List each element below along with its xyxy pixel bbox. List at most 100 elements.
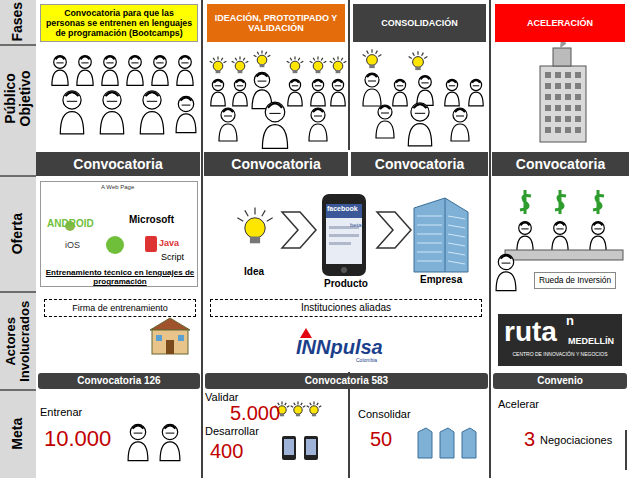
bulb-ray (310, 61, 313, 63)
phone-icon (322, 194, 366, 276)
person-hair (156, 57, 165, 60)
person-body (177, 70, 193, 85)
person-head (311, 108, 325, 122)
window (545, 116, 551, 122)
person-body (445, 92, 459, 106)
person-head (498, 254, 513, 269)
idea-bulb (237, 208, 272, 244)
person-glasses (181, 62, 188, 63)
window-line (448, 252, 465, 255)
person-glasses (258, 81, 267, 82)
bulb-glass (213, 61, 223, 71)
bulb-ray (265, 52, 267, 55)
box-text: Convocatoria 583 (305, 375, 388, 387)
bulb-ray (294, 56, 295, 59)
person-body (233, 92, 247, 106)
person-glasses (182, 105, 191, 106)
person-body (52, 70, 68, 85)
person-head (453, 108, 467, 122)
bulb-ray (301, 403, 302, 405)
person-hair (501, 255, 512, 258)
bulb-ray (303, 406, 305, 407)
person-glasses (315, 85, 321, 86)
row-label-band (0, 0, 36, 478)
person-hair (257, 73, 268, 76)
dollar-sign (520, 190, 531, 214)
bulb-ray (317, 403, 318, 405)
person-hair (594, 223, 603, 226)
bulb-ray (307, 406, 309, 407)
row-label: Actores Involucrados (4, 293, 33, 389)
person-body (331, 92, 345, 106)
bulb-base (260, 64, 265, 67)
bulb-ray (363, 55, 366, 57)
window (575, 127, 581, 133)
person-glasses (521, 228, 528, 229)
bulb-glass (245, 218, 265, 238)
window (555, 83, 561, 89)
window (545, 72, 551, 78)
person-body (102, 70, 118, 85)
school-icon (150, 318, 190, 354)
person-glasses (166, 433, 175, 434)
dollar-sign (555, 190, 566, 214)
person-body (60, 112, 83, 134)
text-label: 3 (524, 428, 535, 450)
person-head (103, 91, 121, 109)
window (565, 83, 571, 89)
box-text: Convocatoria 126 (77, 375, 160, 387)
person-hair (66, 92, 79, 96)
phase-box: Convocatoria (351, 152, 488, 176)
row-label: Fases (10, 2, 25, 42)
person-glasses (415, 113, 425, 114)
phone-screen (306, 439, 316, 455)
person-glasses (421, 82, 428, 83)
person-body (590, 236, 606, 251)
person-head (63, 91, 81, 109)
text-label: Empresa (420, 274, 462, 285)
person-hair (236, 80, 244, 82)
box-text: Firma de entrenamiento (72, 303, 168, 313)
bulb-ray (317, 56, 318, 59)
dollar-sign (593, 190, 604, 214)
person-head (212, 79, 223, 90)
person-hair (448, 80, 456, 82)
phase-box: Convocatoria (204, 152, 348, 176)
person-head (221, 108, 235, 122)
bulb-ray (232, 61, 235, 63)
window-line (448, 234, 465, 237)
person-body (376, 121, 394, 138)
bulb-ray (254, 208, 255, 215)
person-body (160, 442, 180, 461)
bulb-ray (221, 58, 223, 61)
bulb-base (369, 65, 374, 69)
goal-icons (128, 402, 476, 461)
window (565, 127, 571, 133)
person-body (77, 70, 93, 85)
phase-box: CONSOLIDACIÓN (353, 4, 486, 42)
bulb-ray (210, 61, 213, 63)
window-line (417, 216, 442, 217)
box-text: Rueda de Inversión (539, 276, 611, 286)
table (505, 250, 623, 260)
window (545, 127, 551, 133)
person-hair (131, 57, 140, 60)
person-body (100, 112, 123, 134)
person-hair (56, 57, 65, 60)
person-hair (313, 109, 323, 112)
bulb-ray (344, 61, 347, 63)
box-text: n (566, 314, 574, 329)
box-text: Convocatoria para que las personas se en… (44, 8, 194, 38)
bulb-ray (224, 61, 227, 63)
bulb-ray (237, 218, 243, 221)
bulb-glass (235, 61, 245, 71)
bulb-ray (424, 57, 427, 59)
box-text: Convocatoria (73, 156, 162, 172)
bulb-base (238, 70, 243, 73)
bulb-ray (319, 406, 321, 407)
window (545, 94, 551, 100)
bulb-glass (294, 406, 302, 414)
person-head (411, 103, 429, 121)
window (555, 94, 561, 100)
bulb-ray (257, 52, 259, 55)
